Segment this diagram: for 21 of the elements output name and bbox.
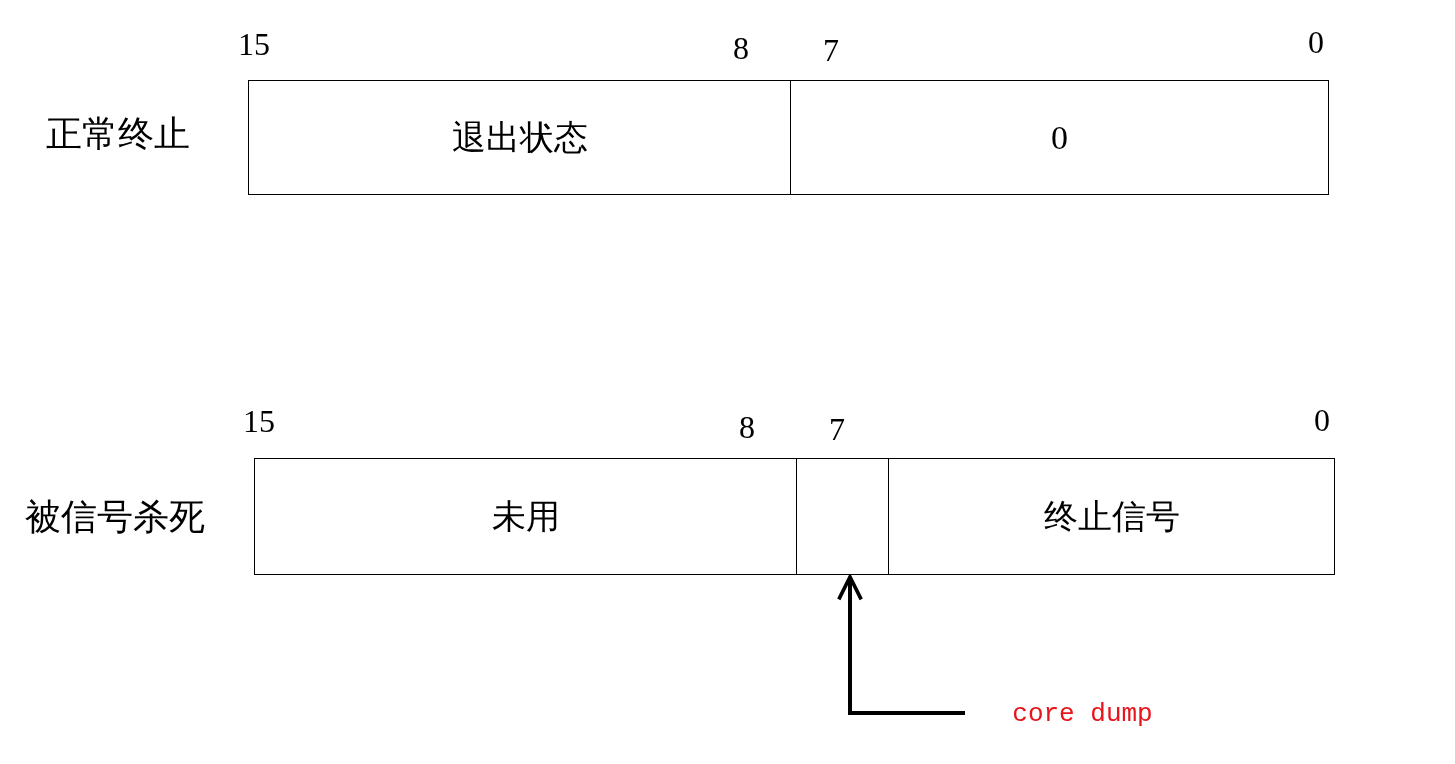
field-label: 退出状态	[451, 117, 588, 158]
code-label: core dump	[995, 697, 1170, 731]
bit-number: 0	[1314, 404, 1330, 436]
bit-field	[248, 80, 791, 195]
bit-number: 15	[238, 28, 270, 60]
bit-number: 15	[243, 405, 275, 437]
field-label: 终止信号	[1043, 496, 1180, 537]
field-label: 0	[1051, 118, 1068, 157]
bit-field	[888, 458, 1335, 575]
bit-field	[254, 458, 797, 575]
bit-number: 8	[739, 411, 755, 443]
bit-field	[790, 80, 1329, 195]
bit-field	[796, 458, 889, 575]
arrow	[837, 575, 965, 715]
bit-number: 8	[733, 32, 749, 64]
bit-number: 7	[823, 34, 839, 66]
bit-number: 7	[829, 413, 845, 445]
field-label: 未用	[491, 496, 560, 537]
bit-number: 0	[1308, 26, 1324, 58]
row-label: 被信号杀死	[25, 499, 205, 535]
row-label: 正常终止	[46, 116, 190, 152]
